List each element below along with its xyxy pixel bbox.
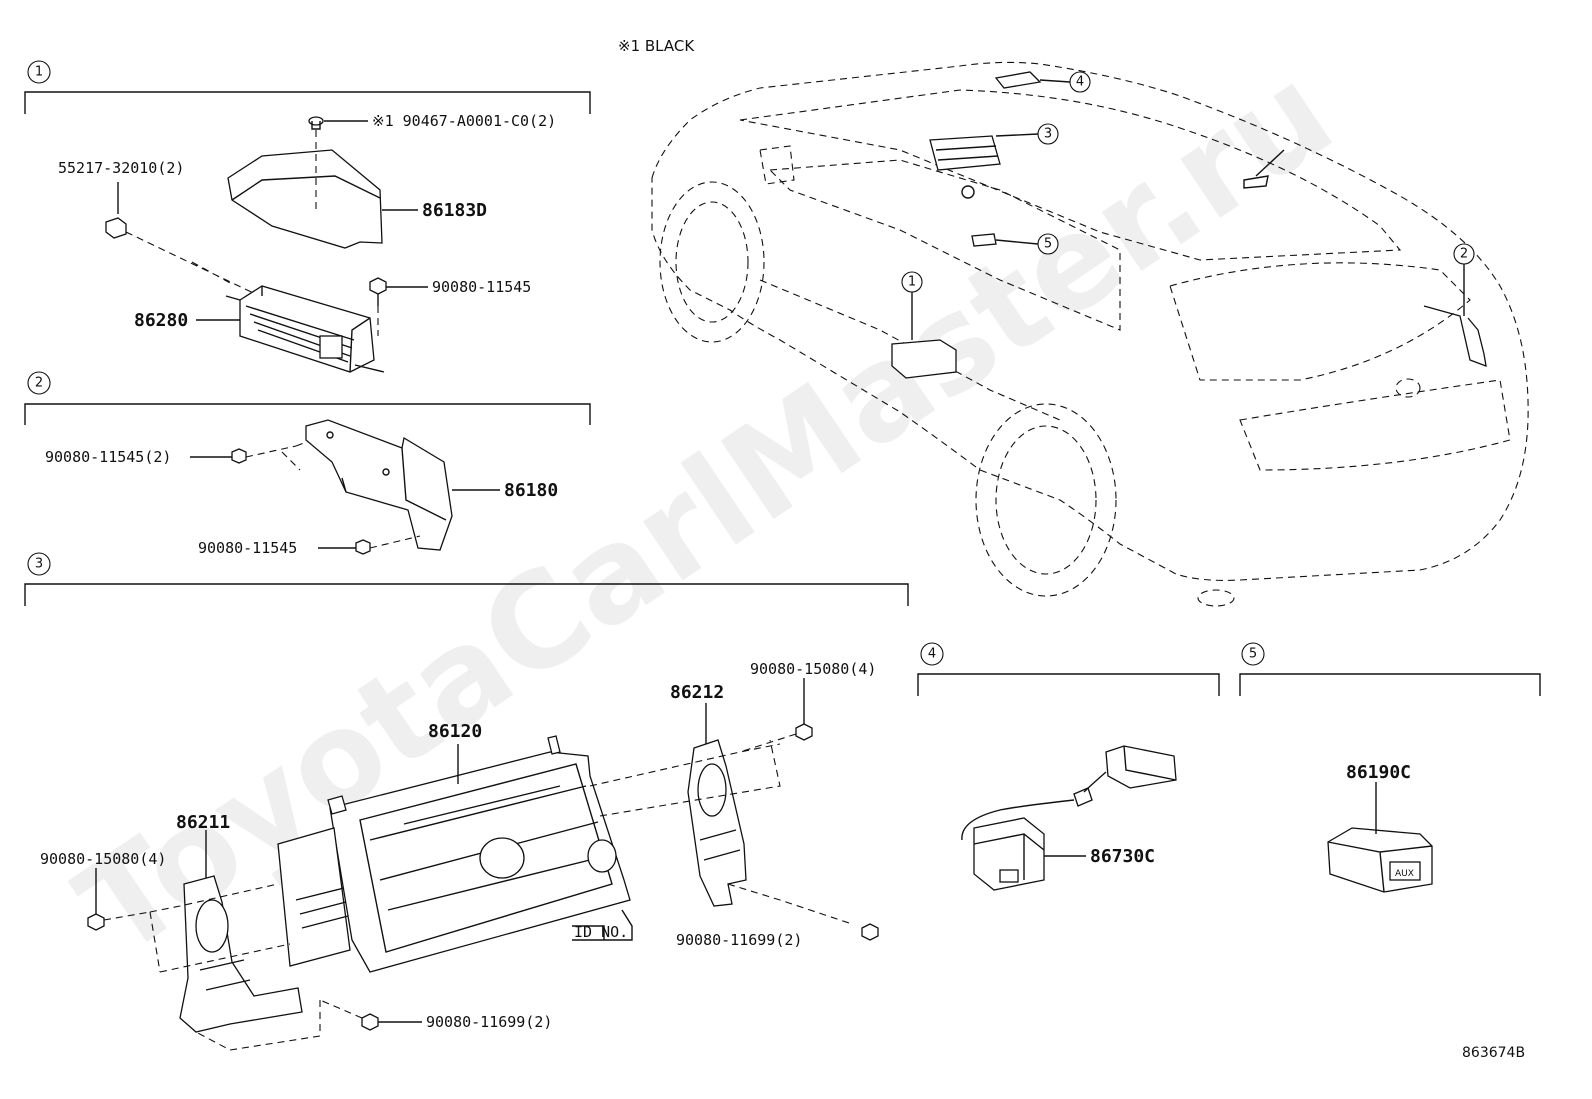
car-roof	[739, 89, 1402, 261]
radio-guides	[589, 739, 853, 925]
label-90080-11699-bl: 90080-11699(2)	[426, 1013, 552, 1031]
label-90467: ※1 90467-A0001-C0(2)	[372, 112, 556, 130]
label-55217: 55217-32010(2)	[58, 159, 184, 177]
car-overview: 1 2 3 4 5	[651, 61, 1529, 607]
section-1-number: 1	[35, 65, 43, 80]
section-4-marker	[920, 642, 944, 666]
section-3-number: 3	[35, 557, 43, 572]
car-comp-2	[1423, 305, 1487, 368]
label-86280: 86280	[134, 310, 188, 331]
cover-86183d	[227, 130, 418, 249]
car-comp-5	[971, 233, 997, 247]
bracket-86211	[179, 830, 303, 1033]
section-1: 1 ※1 90467-A0001-C0(2) 55217-32010(2) 86…	[24, 60, 591, 373]
car-callout-4-number: 4	[1076, 75, 1084, 90]
section-5-bracket-line	[1239, 673, 1541, 696]
section-3-marker	[27, 552, 51, 576]
label-id-no: ID NO.	[574, 923, 628, 941]
label-90080-11545-s2: 90080-11545	[198, 539, 297, 557]
section-2: 2 90080-11545(2) 86180 90080-11545	[24, 371, 591, 557]
cable-86730c	[961, 745, 1177, 891]
section-5-marker	[1241, 642, 1265, 666]
screw-90080-15080-l	[87, 868, 151, 931]
car-callout-5	[1037, 233, 1059, 255]
car-callout-4	[1069, 71, 1091, 93]
diagram-reference: 863674B	[1462, 1045, 1525, 1061]
car-callout-2	[1453, 243, 1475, 265]
front-wheel	[659, 181, 765, 343]
screw-90080-11699-br	[861, 923, 879, 941]
label-90080-11545-s1: 90080-11545	[432, 278, 531, 296]
car-callout-5-number: 5	[1044, 237, 1052, 252]
mirror	[759, 145, 795, 185]
section-5-number: 5	[1249, 647, 1257, 662]
tailgate	[1239, 379, 1511, 471]
id-no-callout	[572, 909, 633, 941]
section-3-bracket-line	[24, 583, 909, 606]
car-interior	[768, 159, 1121, 331]
car-callout-1-number: 1	[908, 275, 916, 290]
module-86180	[305, 419, 500, 551]
car-callout-3-number: 3	[1044, 127, 1052, 142]
section-4-bracket-line	[917, 673, 1220, 696]
car-callout-1	[901, 271, 923, 293]
exhaust	[1197, 589, 1235, 607]
bolt-90080-11545-s2	[318, 535, 421, 555]
car-callout-3	[1037, 123, 1059, 145]
car-comp-3	[929, 135, 1001, 171]
rear-window	[1169, 262, 1471, 381]
emblem	[1395, 378, 1421, 398]
bolt-90080-11545-2	[190, 439, 313, 471]
clip-55217	[105, 182, 127, 239]
car-comp-1	[891, 339, 957, 379]
section-4: 4 86730C	[917, 642, 1220, 891]
label-86180: 86180	[504, 480, 558, 501]
section-1-marker	[27, 60, 51, 84]
section-1-bracket-line	[24, 91, 591, 114]
screw-90080-15080-tr	[739, 678, 813, 753]
aux-label: AUX	[1395, 869, 1414, 879]
label-86183d: 86183D	[422, 200, 487, 221]
bracket-86212	[687, 703, 747, 907]
label-86730c: 86730C	[1090, 846, 1155, 867]
label-86190c: 86190C	[1346, 762, 1411, 783]
label-90080-15080-tr: 90080-15080(4)	[750, 660, 876, 678]
section-2-marker	[27, 371, 51, 395]
label-86120: 86120	[428, 721, 482, 742]
label-86212: 86212	[670, 682, 724, 703]
car-comp-4	[994, 71, 1042, 89]
screw-90467	[308, 116, 368, 130]
car-callout-2-number: 2	[1460, 247, 1468, 262]
aux-jack-86190c	[1327, 782, 1433, 893]
black-note: ※1 BLACK	[618, 37, 695, 55]
clip-guide	[125, 231, 269, 301]
label-90080-15080-l: 90080-15080(4)	[40, 850, 166, 868]
section-2-number: 2	[35, 376, 43, 391]
rear-wheel	[975, 403, 1117, 597]
label-90080-11545-2: 90080-11545(2)	[45, 448, 171, 466]
amplifier-86280	[196, 285, 385, 373]
section-2-bracket-line	[24, 403, 591, 425]
antenna	[1243, 149, 1285, 189]
screw-90080-11699-bl	[195, 999, 422, 1051]
label-86211: 86211	[176, 812, 230, 833]
section-4-number: 4	[928, 647, 936, 662]
section-5: 5 86190C AUX	[1239, 642, 1541, 893]
bolt-90080-11545-s1	[369, 277, 428, 336]
radio-86120	[277, 735, 631, 973]
section-3: 3 86120 ID NO. 86212	[24, 552, 909, 1051]
label-90080-11699-br: 90080-11699(2)	[676, 931, 802, 949]
car-body	[651, 61, 1529, 581]
bracket-l-guides	[149, 883, 291, 973]
